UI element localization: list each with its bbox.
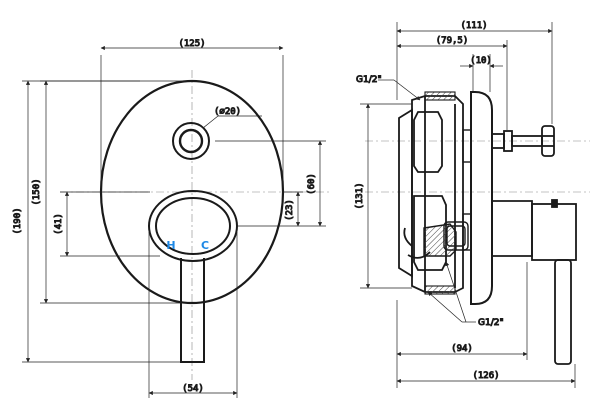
side-centerlines — [365, 140, 590, 193]
hot-label: H — [166, 239, 175, 252]
side-escutcheon — [470, 91, 493, 305]
dim-offset-23 — [283, 191, 303, 227]
dim-label-126: (126) — [472, 371, 499, 381]
dim-label-94: (94) — [451, 344, 473, 354]
dim-label-41: (41) — [54, 213, 64, 235]
dim-lever-54 — [148, 232, 238, 398]
dim-depth-10 — [460, 54, 503, 92]
side-view: (111) (79,5) (10) (131) G1/2" — [355, 21, 590, 388]
cartridge-section — [423, 221, 469, 257]
side-mixer-handle — [492, 199, 577, 365]
front-view: (125) (∅20) (190) (150) (41) — [13, 39, 330, 398]
dim-label-10: (10) — [470, 56, 492, 66]
dim-offset-60 — [215, 140, 326, 227]
dim-label-131: (131) — [355, 182, 365, 209]
plate-connectors — [462, 129, 472, 251]
dim-height-131 — [360, 103, 412, 289]
thread-bands — [424, 91, 456, 295]
dim-label-79-5: (79,5) — [436, 36, 469, 46]
dim-height-150 — [40, 80, 192, 304]
callout-thread-bottom — [427, 261, 476, 323]
dim-depth-79-5 — [396, 40, 508, 130]
dim-label-60: (60) — [307, 173, 317, 195]
cold-label: C — [201, 239, 209, 252]
dim-label-23: (23) — [285, 199, 295, 221]
dim-label-125: (125) — [178, 39, 205, 49]
mixer-handle — [148, 190, 238, 363]
dim-label-54: (54) — [182, 384, 204, 394]
dim-width-125 — [100, 45, 284, 188]
dim-label-150: (150) — [32, 178, 42, 205]
dim-label-diameter-20: (∅20) — [214, 107, 241, 117]
valve-body — [398, 95, 464, 293]
callout-thread-top — [378, 79, 421, 101]
front-centerlines — [60, 70, 330, 380]
dim-depth-94 — [396, 262, 528, 388]
callout-label-thread-top: G1/2" — [356, 75, 382, 85]
diverter-stem — [491, 125, 555, 157]
dim-label-190: (190) — [13, 207, 23, 234]
dim-depth-111 — [396, 22, 553, 124]
callout-label-thread-bottom: G1/2" — [478, 318, 504, 328]
dim-depth-126 — [396, 364, 576, 388]
dim-label-111: (111) — [460, 21, 487, 31]
dim-offset-41 — [60, 191, 160, 257]
diverter-knob — [172, 122, 210, 160]
dim-diameter-20 — [202, 115, 262, 129]
